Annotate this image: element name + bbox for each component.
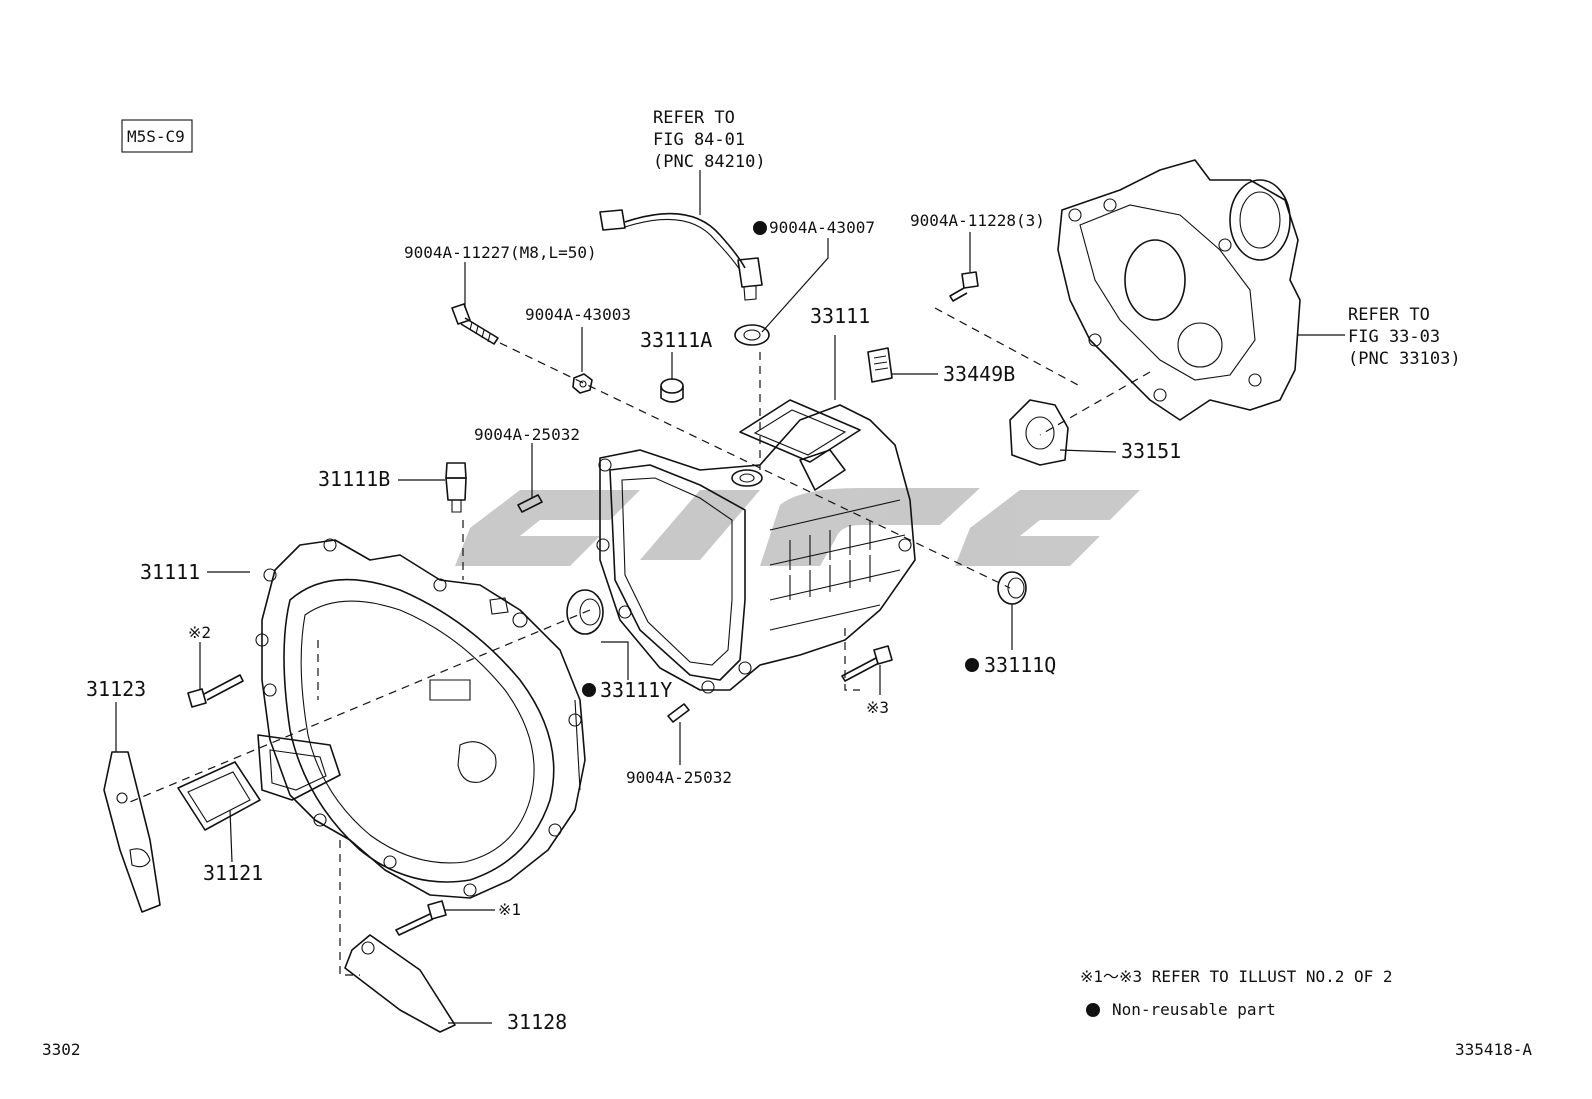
footer-codes: 3302 335418-A	[42, 1040, 1532, 1059]
model-code-box: M5S-C9	[121, 119, 193, 153]
bracket-31123	[103, 751, 161, 913]
fig-84-reference: REFER TO FIG 84-01 (PNC 84210)	[653, 108, 766, 172]
assembly-dash-lines	[129, 307, 1151, 976]
bolt-ref1	[395, 900, 447, 936]
non-reusable-markers	[582, 221, 1100, 1017]
part-label-9004a-25032-top: 9004A-25032	[474, 425, 580, 444]
bracket-31128	[344, 934, 456, 1033]
part-label-9004a-25032-bottom: 9004A-25032	[626, 768, 732, 787]
washer-43007	[734, 324, 770, 346]
seal-33151	[1009, 399, 1069, 466]
watermark-logo	[455, 488, 1140, 566]
oil-seal-33111y	[566, 589, 604, 635]
fig-84-ref-line1: REFER TO	[653, 108, 735, 128]
dowel-pin-top	[517, 494, 543, 513]
label-33449b	[867, 347, 893, 383]
part-label-33449b: 33449B	[943, 362, 1015, 386]
bolt-ref2	[187, 674, 244, 708]
part-label-31123: 31123	[86, 677, 146, 701]
part-label-33111q: 33111Q	[984, 653, 1056, 677]
fig-33-ref-line2: FIG 33-03	[1348, 327, 1440, 347]
fig-84-ref-line3: (PNC 84210)	[653, 152, 766, 172]
note-non-reusable: Non-reusable part	[1112, 1000, 1276, 1019]
footer-right-code: 335418-A	[1455, 1040, 1532, 1059]
nut-43003	[572, 373, 593, 394]
part-label-ref2: ※2	[188, 623, 211, 642]
part-label-33111a: 33111A	[640, 328, 712, 352]
part-label-9004a-43003: 9004A-43003	[525, 305, 631, 324]
leader-lines	[115, 170, 1345, 1024]
part-label-31111b: 31111B	[318, 467, 390, 491]
bell-housing	[255, 538, 586, 899]
part-label-31111: 31111	[140, 560, 200, 584]
part-label-ref3: ※3	[866, 698, 889, 717]
part-label-9004a-11228: 9004A-11228(3)	[910, 211, 1045, 230]
part-label-9004a-43007: 9004A-43007	[769, 218, 875, 237]
bolt-11227	[451, 303, 499, 345]
footer-left-code: 3302	[42, 1040, 81, 1059]
part-label-31121: 31121	[203, 861, 263, 885]
part-label-33151: 33151	[1121, 439, 1181, 463]
bolt-11228	[949, 271, 979, 302]
switch-31111b	[445, 462, 467, 513]
part-number-labels: 9004A-11227(M8,L=50) 9004A-43003 9004A-4…	[86, 211, 1181, 1034]
part-label-9004a-11227: 9004A-11227(M8,L=50)	[404, 243, 597, 262]
part-label-ref1: ※1	[498, 900, 521, 919]
bolt-ref3	[841, 645, 893, 682]
fig-33-ref-line1: REFER TO	[1348, 305, 1430, 325]
oil-seal-33111q	[997, 571, 1027, 605]
transmission-case	[596, 399, 916, 694]
model-code: M5S-C9	[127, 127, 185, 146]
fig-33-ref-line3: (PNC 33103)	[1348, 349, 1461, 369]
extension-housing	[1057, 159, 1301, 421]
part-label-33111: 33111	[810, 304, 870, 328]
part-label-31128: 31128	[507, 1010, 567, 1034]
boot-31121	[177, 761, 261, 831]
fig-33-reference: REFER TO FIG 33-03 (PNC 33103)	[1348, 305, 1461, 369]
legend-notes: ※1～※3 REFER TO ILLUST NO.2 OF 2 Non-reus…	[1080, 967, 1393, 1019]
fig-84-ref-line2: FIG 84-01	[653, 130, 745, 150]
dowel-pin-bottom	[667, 703, 690, 723]
plug-33111a	[660, 378, 684, 403]
note-refer-illust: ※1～※3 REFER TO ILLUST NO.2 OF 2	[1080, 967, 1393, 986]
part-label-33111y: 33111Y	[600, 678, 672, 702]
sensor-harness	[599, 209, 763, 301]
